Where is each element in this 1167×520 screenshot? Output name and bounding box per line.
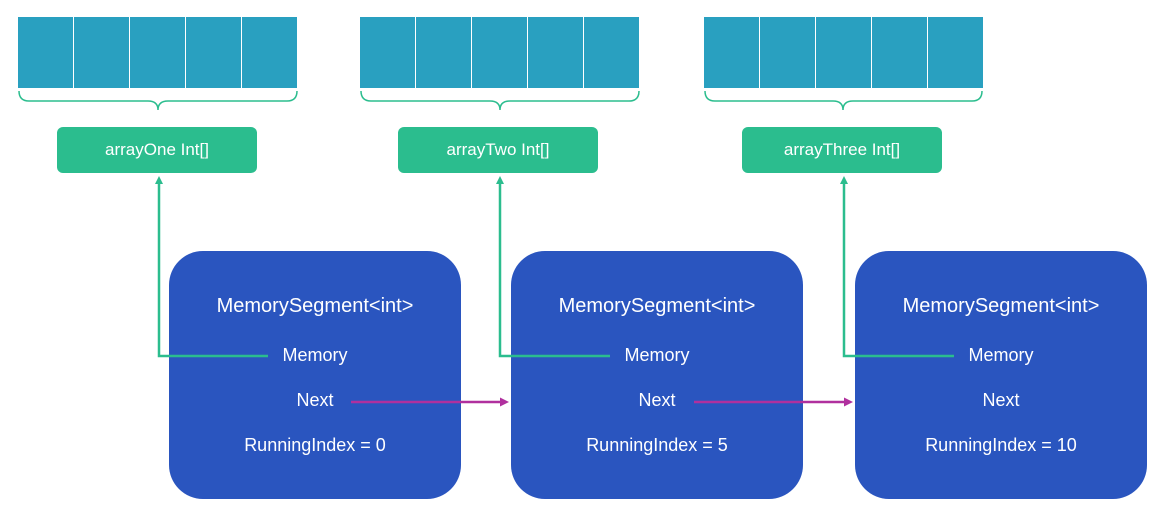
array-cell bbox=[472, 17, 527, 88]
array-two-brace bbox=[360, 90, 640, 111]
segment-title: MemorySegment<int> bbox=[216, 295, 414, 317]
array-three-brace bbox=[704, 90, 983, 111]
memory-pointer-arrow-2 bbox=[496, 176, 610, 358]
array-cell bbox=[528, 17, 583, 88]
array-cell bbox=[360, 17, 415, 88]
array-three-label: arrayThree Int[] bbox=[742, 127, 942, 173]
segment-running-index: RunningIndex = 10 bbox=[925, 435, 1077, 455]
array-cell bbox=[760, 17, 815, 88]
array-one-label: arrayOne Int[] bbox=[57, 127, 257, 173]
segment-running-index: RunningIndex = 0 bbox=[244, 435, 386, 455]
segment-memory: Memory bbox=[624, 345, 690, 365]
segment-memory: Memory bbox=[968, 345, 1034, 365]
array-cell bbox=[18, 17, 73, 88]
array-cell bbox=[74, 17, 129, 88]
array-cell bbox=[416, 17, 471, 88]
segment-next: Next bbox=[296, 390, 334, 410]
memory-pointer-arrow-3 bbox=[840, 176, 954, 358]
array-one-brace bbox=[18, 90, 298, 111]
segment-running-index: RunningIndex = 5 bbox=[586, 435, 728, 455]
array-cell bbox=[242, 17, 297, 88]
memory-segment-2: MemorySegment<int> Memory Next RunningIn… bbox=[511, 251, 803, 499]
segment-memory: Memory bbox=[282, 345, 348, 365]
segment-next: Next bbox=[638, 390, 676, 410]
array-cell bbox=[704, 17, 759, 88]
array-cell bbox=[928, 17, 983, 88]
array-cell bbox=[584, 17, 639, 88]
segment-title: MemorySegment<int> bbox=[558, 295, 756, 317]
array-braces bbox=[18, 90, 983, 111]
array-cell bbox=[186, 17, 241, 88]
memory-segment-1: MemorySegment<int> Memory Next RunningIn… bbox=[169, 251, 461, 499]
memory-pointer-arrow-1 bbox=[155, 176, 268, 358]
segment-title: MemorySegment<int> bbox=[902, 295, 1100, 317]
array-two-label: arrayTwo Int[] bbox=[398, 127, 598, 173]
segment-next: Next bbox=[982, 390, 1020, 410]
array-cell bbox=[872, 17, 927, 88]
array-cell bbox=[130, 17, 185, 88]
array-cell bbox=[816, 17, 871, 88]
memory-segment-3: MemorySegment<int> Memory Next RunningIn… bbox=[855, 251, 1147, 499]
